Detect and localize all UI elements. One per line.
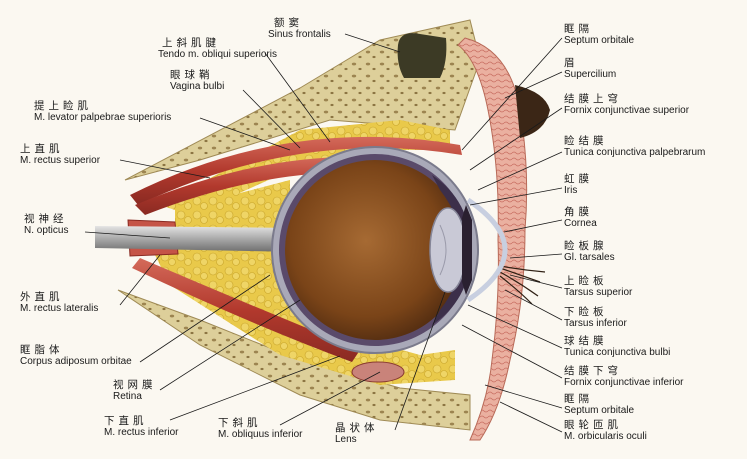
label-tarsus-superior: 上睑板 Tarsus superior — [564, 275, 633, 299]
cornea-shape — [466, 197, 508, 303]
label-zh: 上斜肌腱 — [162, 37, 220, 49]
inferior-oblique-muscle — [351, 361, 405, 383]
orbital-floor-bone — [117, 289, 471, 431]
label-zh: 眼轮匝肌 — [564, 419, 622, 431]
label-la: M. rectus superior — [20, 155, 101, 166]
label-la: Tendo m. obliqui superioris — [158, 49, 277, 60]
label-zh: 视神经 — [24, 213, 68, 225]
label-zh: 角膜 — [564, 206, 593, 218]
label-zh: 眉 — [564, 57, 579, 69]
label-la: Septum orbitale — [564, 405, 635, 416]
label-zh: 结膜下穹 — [564, 365, 622, 377]
label-la: Corpus adiposum orbitae — [20, 356, 132, 367]
optic-nerve — [95, 226, 300, 252]
label-zh: 睑板腺 — [564, 240, 608, 252]
label-zh: 下睑板 — [564, 306, 608, 318]
label-la: Iris — [564, 185, 578, 196]
label-la: Sinus frontalis — [268, 29, 331, 40]
label-zh: 睑结膜 — [564, 135, 608, 147]
label-rectus-inferior: 下直肌 M. rectus inferior — [104, 415, 179, 439]
label-fornix-superior: 结膜上穹 Fornix conjunctivae superior — [564, 93, 690, 117]
inferior-rectus-muscle — [132, 258, 360, 362]
label-zh: 视网膜 — [113, 379, 157, 391]
label-conjunctiva-palpebrarum: 睑结膜 Tunica conjunctiva palpebrarum — [564, 135, 706, 159]
label-la: M. obliquus inferior — [218, 429, 303, 440]
iris-shape — [462, 205, 472, 295]
label-la: Tarsus superior — [564, 287, 633, 298]
label-la: Fornix conjunctivae inferior — [564, 377, 684, 388]
ciliary-body — [432, 175, 472, 325]
label-la: Tunica conjunctiva bulbi — [564, 347, 671, 358]
label-la: Vagina bulbi — [170, 81, 225, 92]
label-tarsus-inferior: 下睑板 Tarsus inferior — [564, 306, 627, 330]
label-rectus-superior: 上直肌 M. rectus superior — [20, 143, 101, 167]
label-zh: 眶隔 — [564, 23, 593, 35]
label-la: M. rectus inferior — [104, 427, 179, 438]
label-supercilium: 眉 Supercilium — [564, 57, 617, 81]
label-obliquus-inferior: 下斜肌 M. obliquus inferior — [218, 417, 303, 441]
label-fornix-inferior: 结膜下穹 Fornix conjunctivae inferior — [564, 365, 684, 389]
label-zh: 提上睑肌 — [34, 100, 92, 112]
eyelid-skin — [457, 37, 528, 441]
label-la: Septum orbitale — [564, 35, 635, 46]
label-zh: 结膜上穹 — [564, 93, 622, 105]
lens-shape — [429, 207, 467, 293]
label-lens: 晶状体 Lens — [335, 422, 379, 446]
label-zh: 上直肌 — [20, 143, 64, 155]
label-la: Cornea — [564, 218, 597, 229]
label-la: Retina — [113, 391, 142, 402]
label-zh: 下斜肌 — [218, 417, 262, 429]
levator-muscle — [130, 136, 462, 205]
label-levator: 提上睑肌 M. levator palpebrae superioris — [34, 100, 172, 124]
label-la: Tarsus inferior — [564, 318, 627, 329]
label-la: Gl. tarsales — [564, 252, 615, 263]
label-vagina-bulbi: 眼球鞘 Vagina bulbi — [170, 69, 225, 93]
label-conjunctiva-bulbi: 球结膜 Tunica conjunctiva bulbi — [564, 335, 671, 359]
label-zh: 眼球鞘 — [170, 69, 214, 81]
label-tendo-obliqui: 上斜肌腱 Tendo m. obliqui superioris — [158, 37, 277, 61]
label-zh: 外直肌 — [20, 291, 64, 303]
label-retina: 视网膜 Retina — [113, 379, 157, 403]
label-opticus: 视神经 N. opticus — [24, 213, 69, 237]
label-zh: 上睑板 — [564, 275, 608, 287]
frontal-sinus — [397, 33, 447, 78]
label-zh: 晶状体 — [335, 422, 379, 434]
vitreous-body — [285, 160, 465, 340]
label-la: M. rectus lateralis — [20, 303, 99, 314]
label-zh: 虹膜 — [564, 173, 593, 185]
label-la: Fornix conjunctivae superior — [564, 105, 690, 116]
label-iris: 虹膜 Iris — [564, 173, 593, 197]
label-zh: 额窦 — [274, 17, 303, 29]
label-sinus-frontalis: 额窦 Sinus frontalis — [268, 17, 331, 41]
label-zh: 球结膜 — [564, 335, 608, 347]
eyebrow — [515, 85, 550, 138]
label-septum-orbitale-lower: 眶隔 Septum orbitale — [564, 393, 635, 417]
label-orbicularis: 眼轮匝肌 M. orbicularis oculi — [564, 419, 647, 443]
label-zh: 眶脂体 — [20, 344, 64, 356]
label-zh: 眶隔 — [564, 393, 593, 405]
label-rectus-lateralis: 外直肌 M. rectus lateralis — [20, 291, 99, 315]
label-cornea: 角膜 Cornea — [564, 206, 597, 230]
label-septum-orbitale-upper: 眶隔 Septum orbitale — [564, 23, 635, 47]
label-gl-tarsales: 睑板腺 Gl. tarsales — [564, 240, 615, 264]
label-la: Supercilium — [564, 69, 617, 80]
label-la: N. opticus — [24, 225, 69, 236]
label-la: Tunica conjunctiva palpebrarum — [564, 147, 706, 158]
label-la: M. levator palpebrae superioris — [34, 112, 172, 123]
label-la: Lens — [335, 434, 357, 445]
label-adiposum: 眶脂体 Corpus adiposum orbitae — [20, 344, 132, 368]
label-zh: 下直肌 — [104, 415, 148, 427]
label-la: M. orbicularis oculi — [564, 431, 647, 442]
